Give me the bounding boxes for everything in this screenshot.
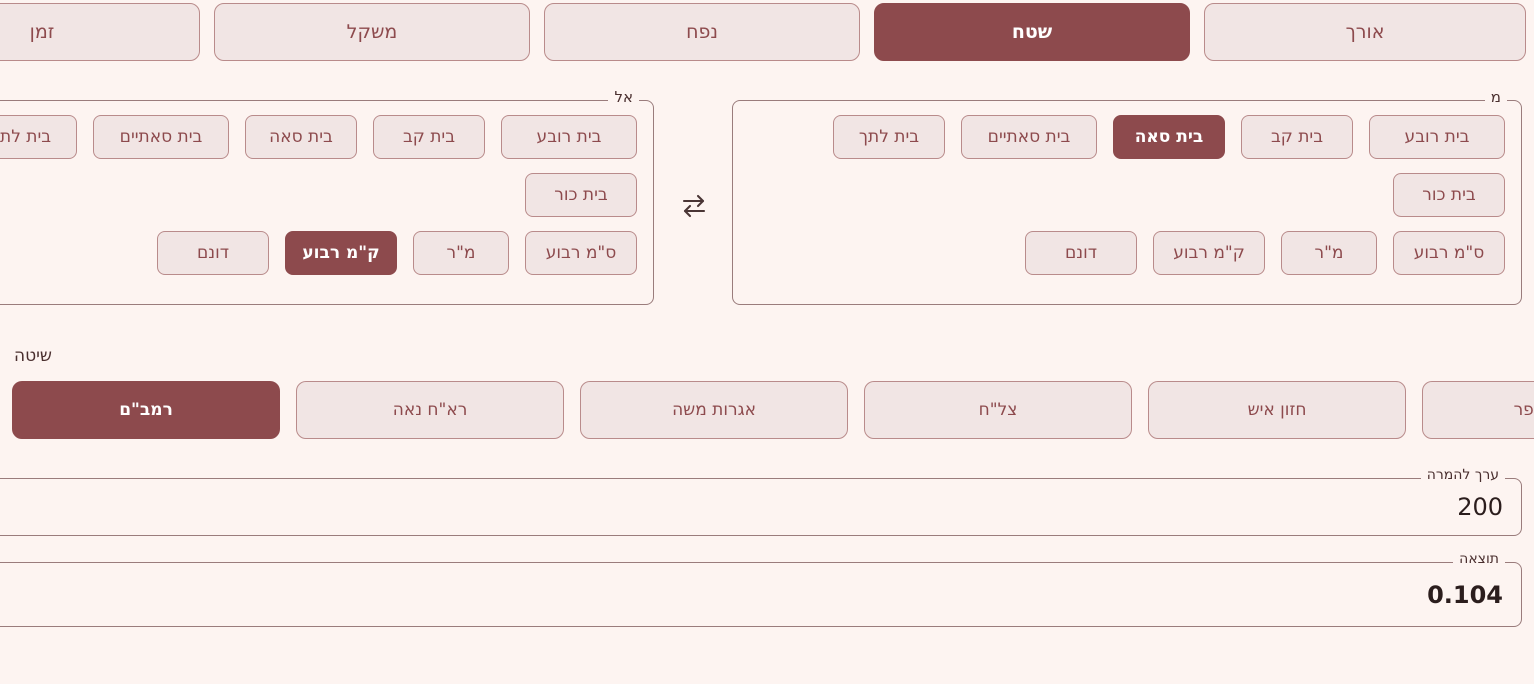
to-unit-beit-kor-label: בית כור	[554, 184, 608, 205]
to-unit-sqkm[interactable]: ק"מ רבוע	[285, 231, 397, 275]
conversion-value-input[interactable]	[0, 479, 1521, 535]
to-unit-dunam[interactable]: דונם	[157, 231, 269, 275]
from-units-row-3: ס"מ רבוע מ"ר ק"מ רבוע דונם	[749, 231, 1505, 275]
method-bar: רמב"ם רא"ח נאה אגרות משה צל"ח חזון איש ח…	[0, 381, 1534, 439]
from-units-legend: מ	[1484, 90, 1507, 105]
to-units-row-3: ס"מ רבוע מ"ר ק"מ רבוע דונם	[0, 231, 637, 275]
tab-weight[interactable]: משקל	[214, 3, 530, 61]
method-tzlach[interactable]: צל"ח	[864, 381, 1132, 439]
to-units-legend: אל	[608, 90, 639, 105]
from-unit-beit-kor[interactable]: בית כור	[1393, 173, 1505, 217]
from-units-row-2: בית כור	[749, 173, 1505, 217]
from-unit-sqcm[interactable]: ס"מ רבוע	[1393, 231, 1505, 275]
tab-weight-label: משקל	[346, 20, 398, 43]
swap-arrows-icon	[679, 192, 709, 220]
to-unit-beit-sataim-label: בית סאתיים	[119, 126, 203, 147]
to-unit-sqm[interactable]: מ"ר	[413, 231, 509, 275]
to-unit-beit-kav-label: בית קב	[402, 126, 456, 147]
to-unit-beit-letech[interactable]: בית לתך	[0, 115, 77, 159]
from-units-row-1: בית רובע בית קב בית סאה בית סאתיים בית ל…	[749, 115, 1505, 159]
to-units-group: אל בית רובע בית קב בית סאה בית סאתיים בי…	[0, 90, 654, 305]
from-unit-dunam[interactable]: דונם	[1025, 231, 1137, 275]
method-igrot-moshe[interactable]: אגרות משה	[580, 381, 848, 439]
tab-time[interactable]: זמן	[0, 3, 200, 61]
method-rambam[interactable]: רמב"ם	[12, 381, 280, 439]
conversion-value-legend: ערך להמרה	[1420, 468, 1505, 482]
method-igrot-moshe-label: אגרות משה	[672, 399, 756, 420]
from-unit-sqkm[interactable]: ק"מ רבוע	[1153, 231, 1265, 275]
from-unit-sqcm-label: ס"מ רבוע	[1413, 242, 1485, 263]
category-tab-bar: אורך שטח נפח משקל זמן	[0, 3, 1534, 61]
from-unit-beit-kor-label: בית כור	[1422, 184, 1476, 205]
to-unit-beit-kor[interactable]: בית כור	[525, 173, 637, 217]
from-units-body: בית רובע בית קב בית סאה בית סאתיים בית ל…	[749, 115, 1505, 292]
tab-volume[interactable]: נפח	[544, 3, 860, 61]
to-unit-beit-letech-label: בית לתך	[0, 126, 52, 147]
from-unit-beit-rova-label: בית רובע	[1404, 126, 1470, 147]
to-unit-beit-rova[interactable]: בית רובע	[501, 115, 637, 159]
to-units-body: בית רובע בית קב בית סאה בית סאתיים בית ל…	[0, 115, 637, 292]
result-legend: תוצאה	[1453, 552, 1505, 566]
from-unit-sqm[interactable]: מ"ר	[1281, 231, 1377, 275]
from-unit-beit-letech-label: בית לתך	[858, 126, 920, 147]
to-unit-beit-kav[interactable]: בית קב	[373, 115, 485, 159]
to-unit-beit-saah-label: בית סאה	[269, 126, 333, 147]
swap-units-button[interactable]	[672, 186, 716, 226]
from-unit-beit-sataim-label: בית סאתיים	[987, 126, 1071, 147]
from-units-group: מ בית רובע בית קב בית סאה בית סאתיים בית…	[732, 90, 1522, 305]
to-units-row-1: בית רובע בית קב בית סאה בית סאתיים בית ל…	[0, 115, 637, 159]
from-unit-beit-letech[interactable]: בית לתך	[833, 115, 945, 159]
tab-length-label: אורך	[1345, 20, 1385, 43]
method-rach-naeh-label: רא"ח נאה	[392, 399, 468, 420]
to-unit-beit-rova-label: בית רובע	[536, 126, 602, 147]
from-unit-beit-saah[interactable]: בית סאה	[1113, 115, 1225, 159]
method-chatam-sofer[interactable]: חתם סופר	[1422, 381, 1534, 439]
to-units-row-2: בית כור	[0, 173, 637, 217]
tab-area-label: שטח	[1011, 20, 1053, 43]
method-rach-naeh[interactable]: רא"ח נאה	[296, 381, 564, 439]
from-unit-dunam-label: דונם	[1065, 242, 1097, 263]
to-unit-sqkm-label: ק"מ רבוע	[302, 242, 380, 263]
from-unit-beit-rova[interactable]: בית רובע	[1369, 115, 1505, 159]
to-unit-beit-saah[interactable]: בית סאה	[245, 115, 357, 159]
from-unit-beit-sataim[interactable]: בית סאתיים	[961, 115, 1097, 159]
to-unit-dunam-label: דונם	[197, 242, 229, 263]
method-chatam-sofer-label: חתם סופר	[1513, 399, 1534, 420]
result-field: תוצאה 0.104	[0, 552, 1522, 627]
tab-time-label: זמן	[29, 20, 55, 43]
from-unit-sqkm-label: ק"מ רבוע	[1173, 242, 1245, 263]
from-unit-sqm-label: מ"ר	[1314, 242, 1344, 263]
from-unit-beit-kav-label: בית קב	[1270, 126, 1324, 147]
to-unit-beit-sataim[interactable]: בית סאתיים	[93, 115, 229, 159]
method-chazon-ish[interactable]: חזון איש	[1148, 381, 1406, 439]
from-unit-beit-saah-label: בית סאה	[1134, 126, 1204, 147]
tab-volume-label: נפח	[686, 20, 718, 43]
method-tzlach-label: צל"ח	[978, 399, 1018, 420]
method-label: שיטה	[14, 346, 52, 366]
method-chazon-ish-label: חזון איש	[1247, 399, 1307, 420]
tab-area[interactable]: שטח	[874, 3, 1190, 61]
tab-length[interactable]: אורך	[1204, 3, 1526, 61]
to-unit-sqcm[interactable]: ס"מ רבוע	[525, 231, 637, 275]
to-unit-sqcm-label: ס"מ רבוע	[545, 242, 617, 263]
from-unit-beit-kav[interactable]: בית קב	[1241, 115, 1353, 159]
to-unit-sqm-label: מ"ר	[446, 242, 476, 263]
method-rambam-label: רמב"ם	[119, 399, 173, 420]
result-value: 0.104	[1427, 580, 1503, 609]
conversion-value-field[interactable]: ערך להמרה	[0, 468, 1522, 536]
